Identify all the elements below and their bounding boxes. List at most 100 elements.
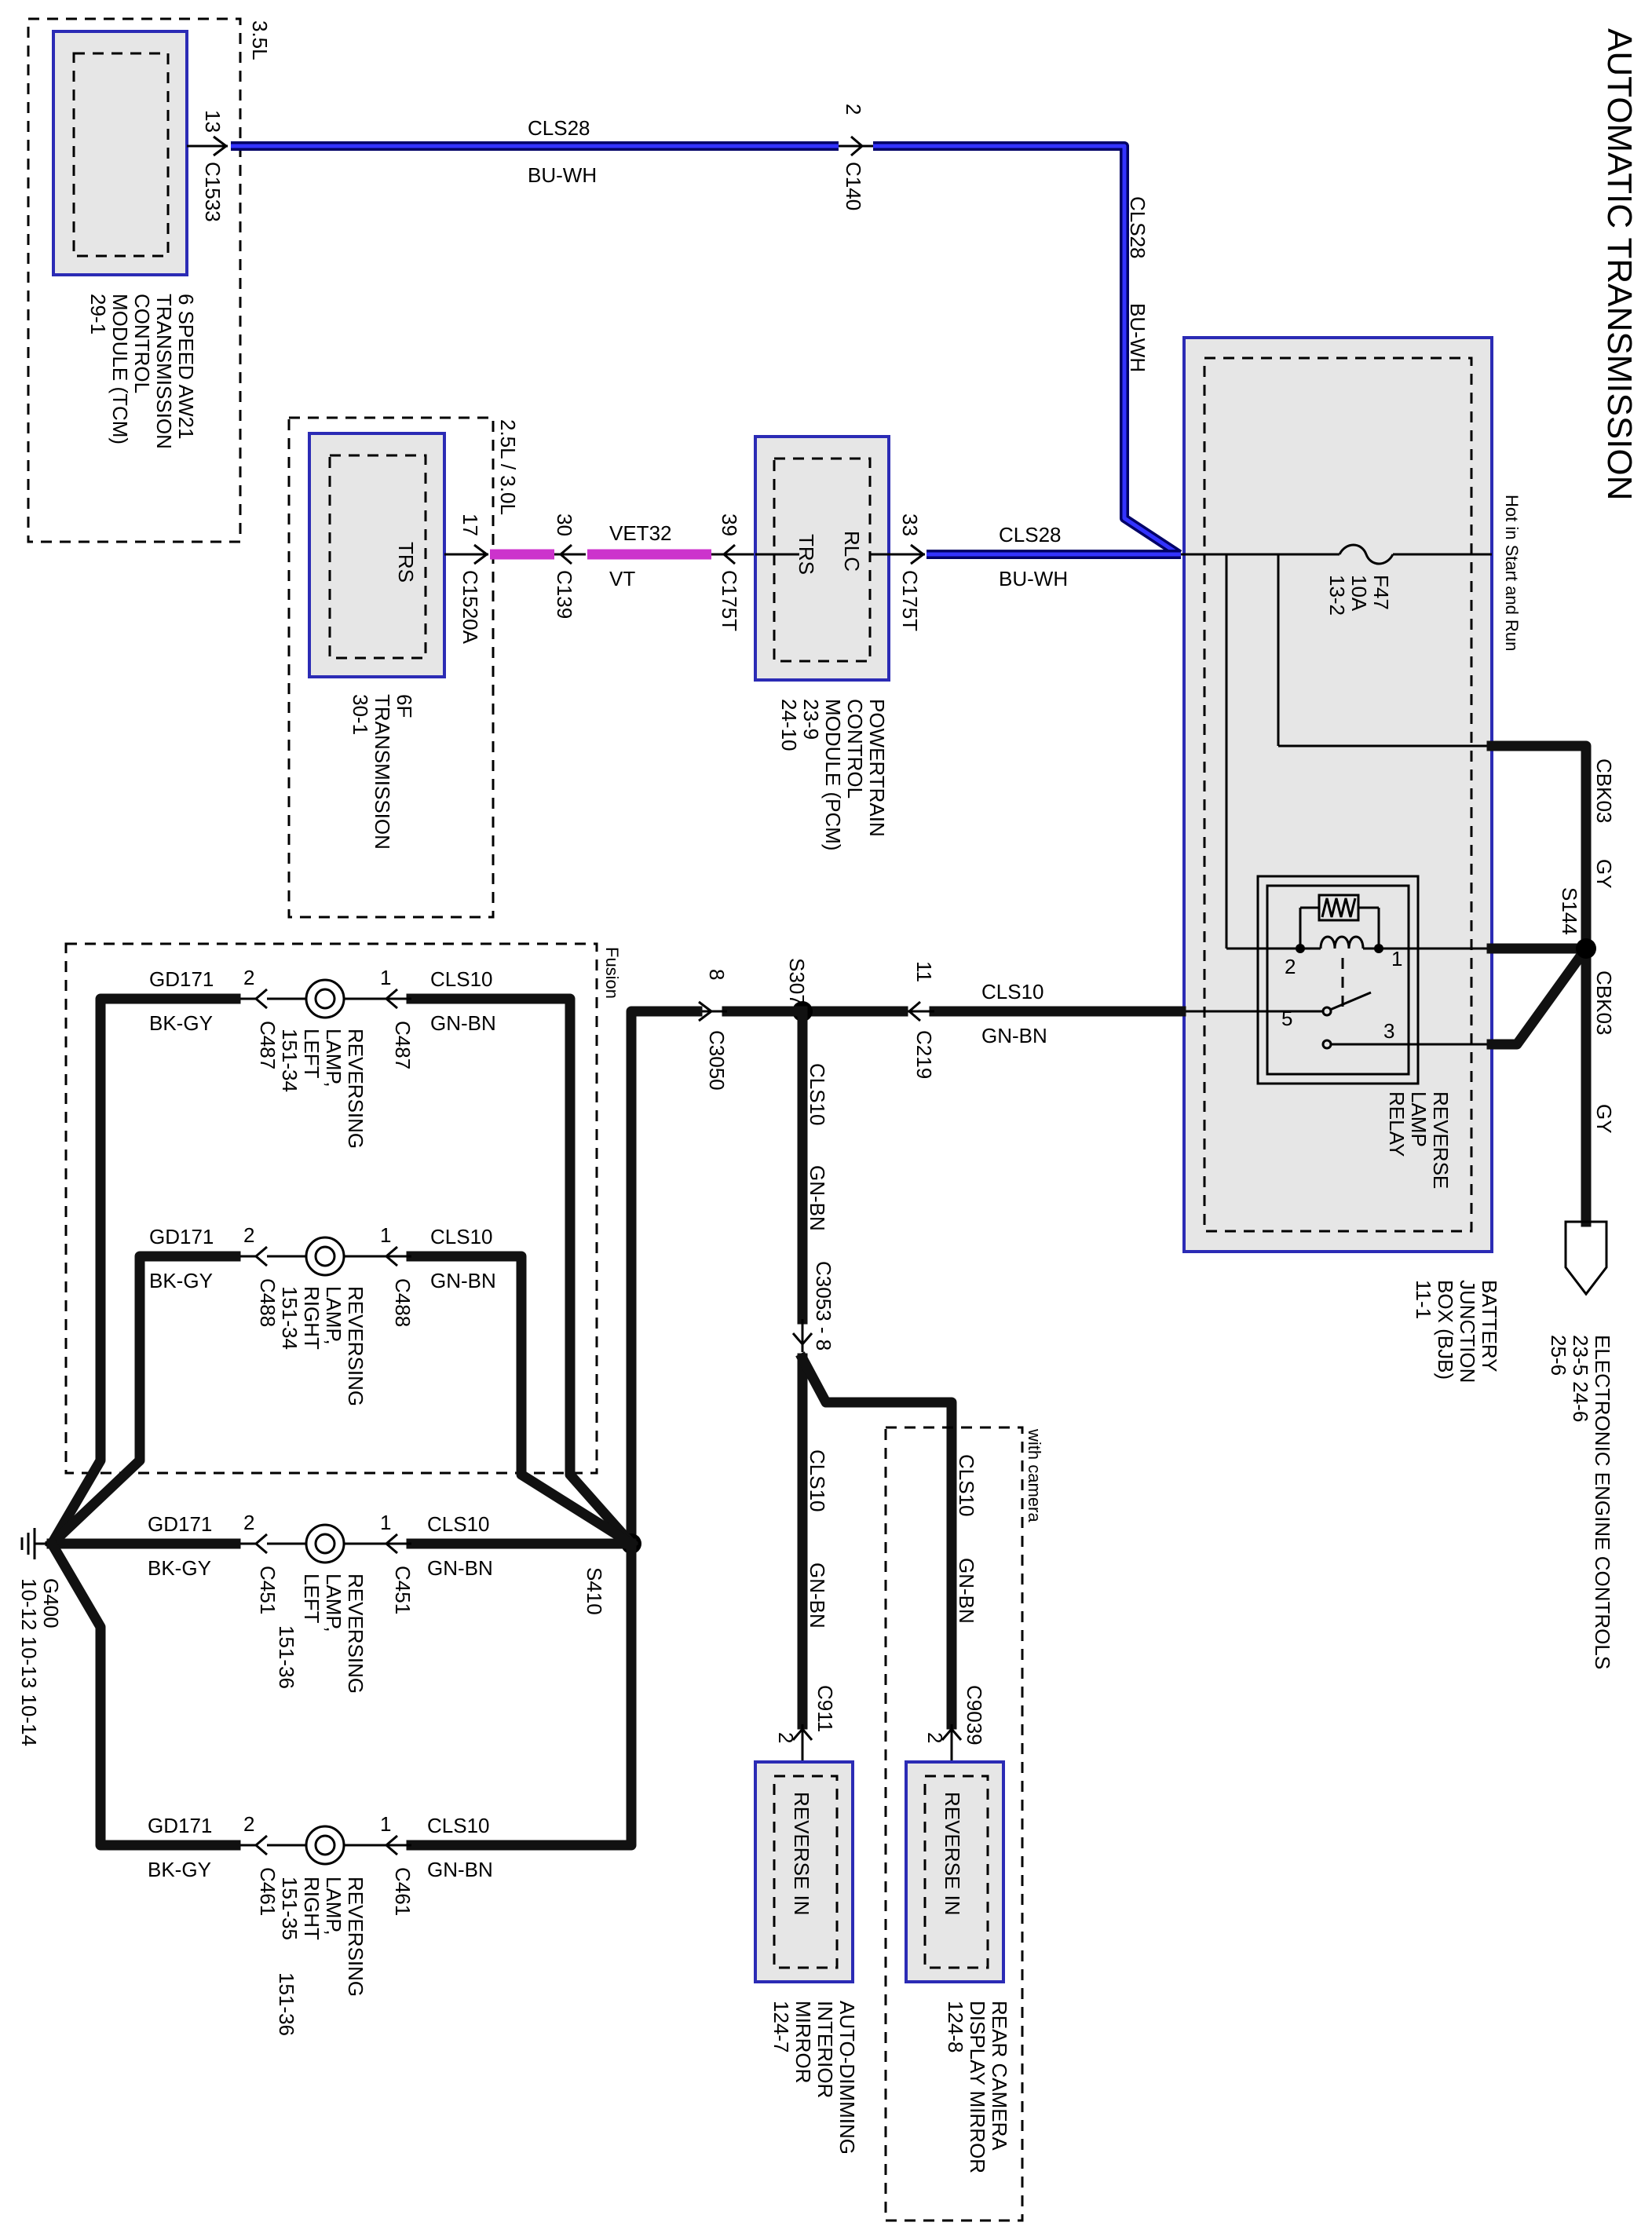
ground-g400: G400 10-12 10-13 10-14 — [17, 1528, 63, 1746]
c461-pin2-connector-mark — [254, 1834, 268, 1856]
c1520a-pin: 17 — [459, 514, 482, 536]
lamp1-bkgy-label: BK-GY — [149, 1011, 213, 1035]
mirror-cam-label-1: REAR CAMERA — [988, 2001, 1011, 2151]
lamp2-pin-in: 1 — [380, 1223, 391, 1247]
c3053-connector-mark — [791, 1332, 813, 1347]
s144-label: S144 — [1558, 887, 1581, 935]
lamp4-gd171-label: GD171 — [148, 1814, 212, 1837]
cbk03-wire-a — [1486, 740, 1592, 954]
c175t-a-pin: 33 — [898, 514, 922, 536]
lamp2-label-3: RIGHT — [300, 1286, 323, 1350]
c451-pin2-connector-mark — [254, 1533, 268, 1555]
c1533-name: C1533 — [201, 162, 225, 222]
lamp2-conn-in: C488 — [391, 1278, 415, 1327]
reverse-lamp-relay — [1256, 875, 1420, 1085]
lamp4-label-1: REVERSING — [344, 1877, 367, 1997]
c175t-a-name: C175T — [898, 570, 922, 631]
pcm-label-1: POWERTRAIN — [865, 699, 889, 837]
c3050-name: C3050 — [705, 1030, 729, 1091]
c1520a-name: C1520A — [459, 570, 482, 645]
lamp1-label-1: REVERSING — [344, 1029, 367, 1149]
c175t-a-connector-mark — [910, 543, 926, 565]
lamp2-pin-out: 2 — [243, 1223, 254, 1247]
tcm-engine-label: 3.5L — [248, 20, 272, 60]
rear-camera-mirror-module: with camera REVERSE IN REAR CAMERA DISPL… — [884, 1426, 1044, 2222]
trans6f-label-2: TRANSMISSION — [371, 694, 394, 850]
relay-pin-1: 1 — [1391, 947, 1402, 970]
reversing-lamp-right-1: 1 2 C488 C488 REVERSING LAMP, RIGHT 151-… — [149, 1223, 496, 1406]
lamp2-label-1: REVERSING — [344, 1286, 367, 1406]
cls10-color-label-s307: GN-BN — [806, 1165, 829, 1231]
mirror-cam-option-label: with camera — [1025, 1428, 1044, 1522]
bjb-hot-label: Hot in Start and Run — [1502, 495, 1522, 651]
mirror-cam-label-3: 124-8 — [944, 2001, 967, 2053]
lamp2-bkgy-label: BK-GY — [149, 1269, 213, 1292]
cls10-wire-to-s410 — [626, 1006, 703, 1549]
c140-pin: 2 — [842, 104, 865, 115]
c487-pin1-connector-mark — [384, 988, 398, 1010]
trans6f-label-1: 6F — [393, 694, 416, 718]
c3050-pin: 8 — [705, 969, 729, 980]
trans6f-label-3: 30-1 — [349, 694, 372, 735]
diagram-title: AUTOMATIC TRANSMISSION — [1600, 28, 1639, 500]
bjb-label-2: JUNCTION — [1456, 1280, 1479, 1383]
trans6f-module: TRS 2.5L / 3.0L 6F TRANSMISSION 30-1 — [287, 416, 520, 919]
c3050-connector-mark — [698, 1000, 714, 1022]
lamp4-gnbn-label: GN-BN — [427, 1858, 493, 1881]
cls28-circuit-label-b: CLS28 — [1126, 196, 1149, 259]
f47-fuse-icon — [1338, 543, 1394, 565]
lamp3-label-3: LEFT — [300, 1574, 323, 1624]
c139-connector-mark — [558, 543, 572, 565]
lamp4-label-3: RIGHT — [300, 1877, 323, 1940]
lamp2-gd171-label: GD171 — [149, 1225, 214, 1248]
cls10-circuit-label-s307: CLS10 — [806, 1063, 829, 1126]
lamp4-conn-in: C461 — [391, 1867, 415, 1916]
eec-label-3: 25-6 — [1547, 1335, 1570, 1376]
trans6f-engine-label: 2.5L / 3.0L — [496, 419, 520, 515]
lamp-bulb-icon — [305, 1236, 345, 1277]
c219-pin: 11 — [912, 961, 936, 982]
c219-connector-mark — [907, 1000, 921, 1022]
pcm-pin-rlc: RLC — [840, 531, 864, 572]
relay-pin-2: 2 — [1285, 955, 1296, 978]
s410-label: S410 — [583, 1567, 606, 1615]
lamp3-gnbn-label: GN-BN — [427, 1556, 493, 1580]
cls10-color-label-c9039: GN-BN — [955, 1558, 978, 1624]
mirror-cam-pin-name: REVERSE IN — [941, 1792, 964, 1916]
trans6f-pin-name: TRS — [394, 542, 418, 583]
cbk03-color-label-a: GY — [1592, 859, 1616, 889]
auto-dimming-mirror-module: REVERSE IN AUTO-DIMMING INTERIOR MIRROR … — [754, 1760, 859, 2155]
lamp3-label-2: LAMP, — [322, 1574, 345, 1632]
c488-pin1-connector-mark — [384, 1245, 398, 1267]
c1533-connector-mark — [213, 135, 228, 157]
lamp1-pin-out: 2 — [243, 966, 254, 989]
cls28-circuit-label-a: CLS28 — [528, 116, 590, 140]
c175t-b-name: C175T — [718, 570, 741, 631]
lamp1-label-2: LAMP, — [322, 1029, 345, 1087]
cbk03-circuit-label-a: CBK03 — [1592, 758, 1616, 823]
eec-label-2: 23-5 24-6 — [1569, 1335, 1592, 1422]
c9039-pin: 2 — [923, 1732, 947, 1743]
lamp4-label-4: 151-35 — [278, 1877, 302, 1940]
tcm-module: 3.5L 6 SPEED AW21 TRANSMISSION CONTROL M… — [27, 17, 272, 543]
lamp3-pin-out: 2 — [243, 1511, 254, 1534]
lamp-bulb-icon — [305, 978, 345, 1019]
cls10-color-label-bjb: GN-BN — [981, 1024, 1047, 1047]
c488-pin2-connector-mark — [254, 1245, 268, 1267]
gd171-wire-lamp-4 — [45, 1537, 241, 1851]
pcm-label-3: MODULE (PCM) — [821, 699, 845, 851]
eec-connector-icon — [1564, 1220, 1608, 1296]
cls10-circuit-label-c9039: CLS10 — [955, 1454, 978, 1517]
lamp1-gnbn-label: GN-BN — [430, 1011, 496, 1035]
cls10-wire-lamp-2 — [406, 1251, 638, 1551]
bjb-module: F47 10A 13-2 Hot in Start and Run 1 2 3 … — [1181, 336, 1522, 1383]
bjb-label-3: BOX (BJB) — [1434, 1280, 1457, 1380]
lamp2-cls10-label: CLS10 — [430, 1225, 493, 1248]
lamp3-bkgy-label: BK-GY — [148, 1556, 211, 1580]
c487-pin2-connector-mark — [254, 988, 268, 1010]
lamp4-conn-out: C461 — [256, 1867, 280, 1916]
pcm-module: RLC TRS POWERTRAIN CONTROL MODULE (PCM) … — [754, 435, 890, 851]
lamp1-conn-out: C487 — [256, 1021, 280, 1069]
cls10-wire-lamp-1 — [406, 993, 639, 1552]
